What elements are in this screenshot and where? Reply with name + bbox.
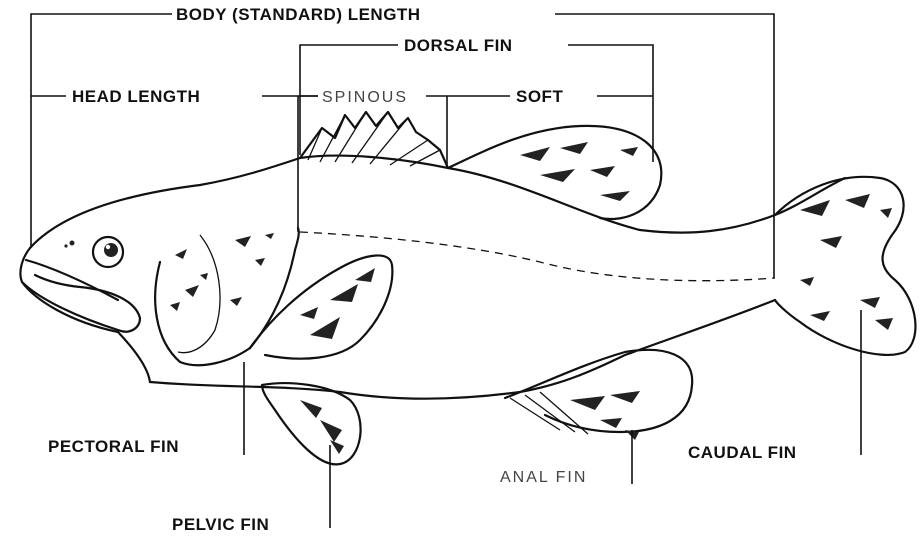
eye-highlight — [106, 245, 110, 249]
head-shading — [170, 233, 274, 311]
fish-snout — [20, 248, 140, 332]
soft-dorsal-fin — [448, 126, 661, 219]
label-body-length: BODY (STANDARD) LENGTH — [176, 5, 421, 24]
label-soft: SOFT — [516, 87, 563, 106]
label-spinous: SPINOUS — [322, 89, 408, 106]
pelvic-fin-shape — [262, 383, 361, 464]
label-head-length: HEAD LENGTH — [72, 87, 200, 106]
body-length-bracket — [31, 14, 774, 278]
fish-illustration — [20, 112, 915, 464]
fish-back-outline — [30, 156, 845, 248]
spinous-dorsal-fin — [300, 112, 448, 168]
gill-edge — [250, 228, 299, 348]
gill-cover — [155, 262, 250, 365]
label-dorsal-fin: DORSAL FIN — [404, 36, 513, 55]
caudal-fin-shape — [775, 177, 915, 355]
labels: BODY (STANDARD) LENGTH DORSAL FIN HEAD L… — [48, 5, 797, 534]
nostril-2 — [64, 244, 67, 247]
pectoral-fin-shape — [250, 255, 392, 358]
label-anal-fin: ANAL FIN — [500, 469, 587, 486]
label-pelvic-fin: PELVIC FIN — [172, 515, 269, 534]
nostril — [70, 241, 75, 246]
eye-pupil — [104, 243, 118, 257]
anal-fin-shape — [505, 350, 692, 440]
label-pectoral-fin: PECTORAL FIN — [48, 437, 179, 456]
label-caudal-fin: CAUDAL FIN — [688, 443, 797, 462]
